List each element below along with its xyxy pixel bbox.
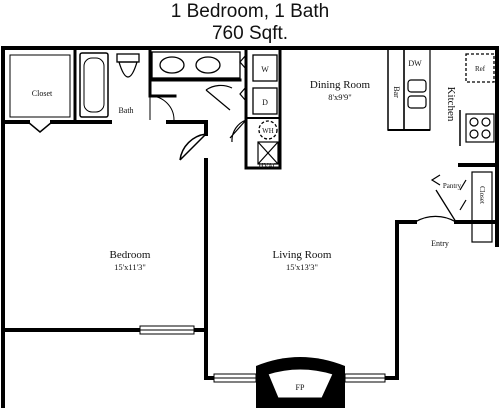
kitchen-sink xyxy=(407,79,427,109)
closet-shelf xyxy=(9,54,71,118)
dining-room-label: Dining Room xyxy=(310,79,371,91)
walls xyxy=(1,46,499,408)
bedroom-dimensions: 15'x11'3" xyxy=(114,262,146,272)
windows xyxy=(139,325,386,383)
utility-door-swing xyxy=(229,119,247,143)
pantry-label: Pantry xyxy=(443,182,462,190)
bathtub xyxy=(79,52,109,118)
bar-label: Bar xyxy=(392,86,401,98)
water-heater-label: WH xyxy=(262,127,274,135)
kitchen-bar xyxy=(387,47,431,131)
closet-door-swing xyxy=(27,121,53,133)
hall-door-swing xyxy=(205,84,233,111)
dishwasher-label: DW xyxy=(408,59,422,68)
bedroom-door-swing xyxy=(179,133,207,161)
hvac-label: HVAC xyxy=(259,162,278,170)
bath-label: Bath xyxy=(118,106,133,115)
refrigerator-label: Ref xyxy=(475,65,486,73)
dryer-label: D xyxy=(262,98,268,107)
bedroom-label: Bedroom xyxy=(110,249,151,261)
vanity-sinks xyxy=(151,51,241,79)
entry-door-swing xyxy=(414,189,457,223)
stove xyxy=(465,113,495,143)
washer-label: W xyxy=(261,65,269,74)
refrigerator xyxy=(465,53,495,83)
kitchen-label: Kitchen xyxy=(445,87,457,122)
bath-door-swing xyxy=(149,95,175,121)
dryer xyxy=(252,87,278,115)
plan-area: 760 Sqft. xyxy=(211,23,289,44)
plan-title: 1 Bedroom, 1 Bath xyxy=(170,1,330,22)
pantry-door xyxy=(430,174,441,186)
entry-closet xyxy=(459,171,493,243)
toilet xyxy=(116,53,140,78)
water-heater xyxy=(258,120,278,140)
washer xyxy=(252,54,278,82)
fireplace-label: FP xyxy=(296,383,305,392)
living-room-dimensions: 15'x13'3" xyxy=(286,262,318,272)
dining-room-dimensions: 8'x9'9" xyxy=(328,92,352,102)
laundry-bifold-doors xyxy=(239,54,247,102)
fireplace xyxy=(256,353,345,408)
entry-closet-label: Closet xyxy=(478,186,486,204)
bedroom-closet-label: Closet xyxy=(32,89,53,98)
living-room-label: Living Room xyxy=(273,249,332,261)
hvac-unit xyxy=(257,141,279,165)
entry-label: Entry xyxy=(431,239,449,248)
